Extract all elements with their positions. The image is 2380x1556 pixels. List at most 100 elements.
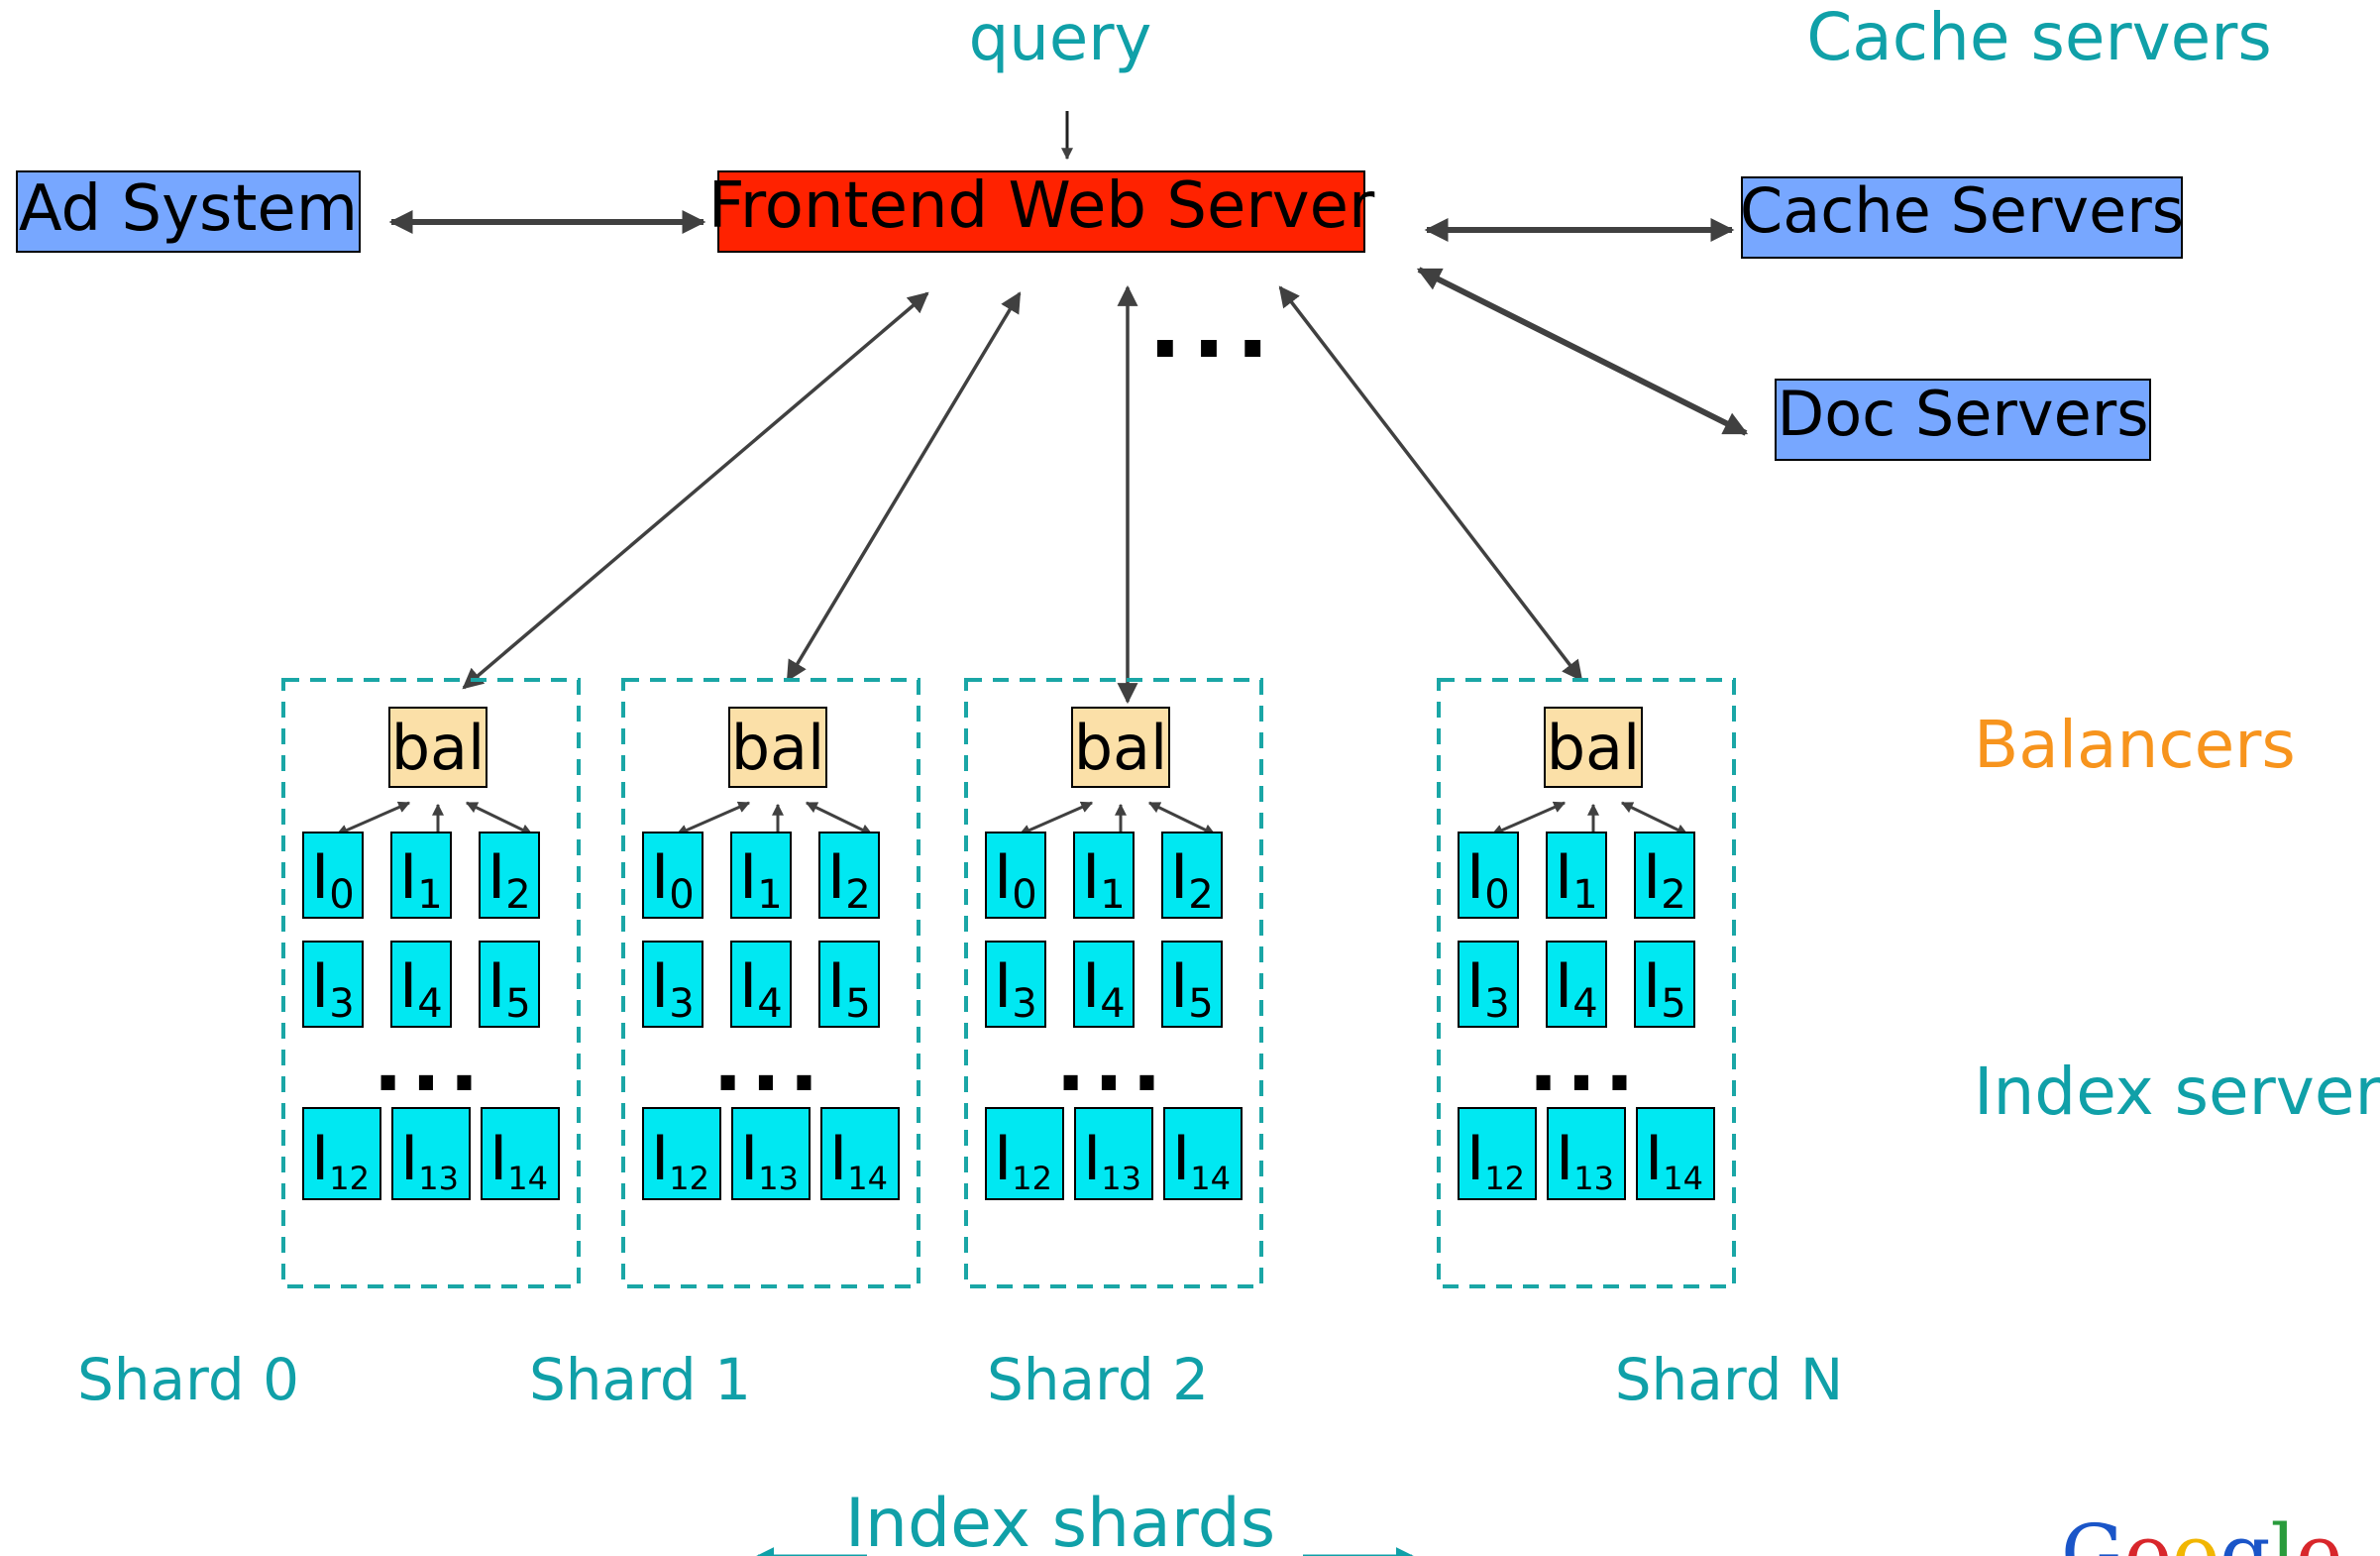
index-server-2: I2 bbox=[479, 832, 540, 919]
index-server-14: I14 bbox=[1163, 1107, 1243, 1200]
index-server-1-label: I1 bbox=[399, 840, 443, 918]
balancer-index-arrow-0 bbox=[1018, 801, 1094, 836]
index-server-4-rect bbox=[1073, 941, 1135, 1028]
index-server-5-label: I5 bbox=[1643, 949, 1686, 1027]
index-server-1: I1 bbox=[730, 832, 792, 919]
index-server-5-rect bbox=[818, 941, 880, 1028]
index-server-4: I4 bbox=[730, 941, 792, 1028]
balancer-index-arrow-0 bbox=[335, 801, 411, 836]
index-server-13-label: I13 bbox=[1083, 1122, 1141, 1197]
index-server-3-rect bbox=[302, 941, 364, 1028]
index-server-3-rect bbox=[642, 941, 703, 1028]
index-server-0: I0 bbox=[642, 832, 703, 919]
query-label: query bbox=[969, 2, 1152, 75]
index-server-2-label: I2 bbox=[827, 840, 871, 918]
index-servers-ellipsis: ... bbox=[1528, 1017, 1642, 1109]
shard-label: Shard N bbox=[1615, 1346, 1844, 1413]
balancer-label: bal bbox=[1074, 712, 1168, 784]
index-servers-label: Index servers bbox=[1974, 1054, 2380, 1130]
cache-servers-box: Cache Servers bbox=[1740, 174, 2184, 259]
index-server-2: I2 bbox=[1161, 832, 1223, 919]
index-server-3: I3 bbox=[985, 941, 1046, 1028]
ad-system-label: Ad System bbox=[19, 172, 358, 246]
cache-servers-heading: Cache servers bbox=[1806, 0, 2272, 75]
index-server-1-label: I1 bbox=[739, 840, 783, 918]
index-server-13-rect bbox=[1074, 1107, 1153, 1200]
index-server-13-label: I13 bbox=[740, 1122, 799, 1197]
index-server-13-label: I13 bbox=[1556, 1122, 1614, 1197]
index-server-3: I3 bbox=[1458, 941, 1519, 1028]
index-server-13: I13 bbox=[731, 1107, 811, 1200]
balancers-label: Balancers bbox=[1974, 707, 2296, 783]
index-server-12: I12 bbox=[642, 1107, 721, 1200]
index-server-12-label: I12 bbox=[311, 1122, 370, 1197]
index-servers-ellipsis: ... bbox=[712, 1017, 826, 1109]
index-server-12-rect bbox=[642, 1107, 721, 1200]
balancer-label: bal bbox=[731, 712, 825, 784]
index-server-3-label: I3 bbox=[651, 949, 695, 1027]
index-server-12-label: I12 bbox=[651, 1122, 709, 1197]
index-server-14-label: I14 bbox=[829, 1122, 888, 1197]
balancer-index-arrow-2 bbox=[805, 801, 874, 836]
index-shards-label: Index shards bbox=[845, 1485, 1275, 1556]
index-server-0: I0 bbox=[985, 832, 1046, 919]
index-server-13-rect bbox=[731, 1107, 811, 1200]
shard-container bbox=[1437, 678, 1736, 1288]
index-server-0-label: I0 bbox=[1466, 840, 1510, 918]
index-server-3-label: I3 bbox=[1466, 949, 1510, 1027]
index-server-2-rect bbox=[1634, 832, 1695, 919]
index-server-0-label: I0 bbox=[994, 840, 1037, 918]
index-server-1-rect bbox=[390, 832, 452, 919]
balancer-index-arrow-2 bbox=[1147, 801, 1217, 836]
balancer-index-arrow-2 bbox=[1620, 801, 1689, 836]
balancer-index-arrow-0 bbox=[1490, 801, 1567, 836]
index-server-3: I3 bbox=[642, 941, 703, 1028]
index-server-1-rect bbox=[1073, 832, 1135, 919]
index-server-2-rect bbox=[818, 832, 880, 919]
index-server-14-rect bbox=[1163, 1107, 1243, 1200]
index-server-4: I4 bbox=[1073, 941, 1135, 1028]
index-server-5-rect bbox=[1634, 941, 1695, 1028]
index-server-12: I12 bbox=[1458, 1107, 1537, 1200]
balancer-index-arrow-0 bbox=[675, 801, 751, 836]
index-server-12: I12 bbox=[302, 1107, 381, 1200]
index-server-12-label: I12 bbox=[1466, 1122, 1525, 1197]
index-server-3-rect bbox=[1458, 941, 1519, 1028]
shard-container bbox=[964, 678, 1263, 1288]
index-server-4: I4 bbox=[390, 941, 452, 1028]
index-server-13: I13 bbox=[1547, 1107, 1626, 1200]
index-server-0-rect bbox=[642, 832, 703, 919]
index-server-0-rect bbox=[985, 832, 1046, 919]
index-server-14-label: I14 bbox=[1645, 1122, 1703, 1197]
shard-container bbox=[281, 678, 581, 1288]
index-server-0-rect bbox=[302, 832, 364, 919]
index-server-14-rect bbox=[820, 1107, 900, 1200]
index-server-3-label: I3 bbox=[994, 949, 1037, 1027]
index-server-1-rect bbox=[1546, 832, 1607, 919]
shard-container bbox=[621, 678, 920, 1288]
frontend-doc-arrow bbox=[1416, 267, 1749, 436]
shard-label: Shard 1 bbox=[529, 1346, 751, 1413]
index-server-14-rect bbox=[481, 1107, 560, 1200]
index-server-5-label: I5 bbox=[827, 949, 871, 1027]
index-server-14-rect bbox=[1636, 1107, 1715, 1200]
index-server-12-rect bbox=[1458, 1107, 1537, 1200]
doc-servers-label: Doc Servers bbox=[1777, 378, 2148, 450]
index-servers-ellipsis: ... bbox=[373, 1017, 487, 1109]
index-server-0-label: I0 bbox=[311, 840, 355, 918]
index-server-2-rect bbox=[479, 832, 540, 919]
index-server-4-rect bbox=[390, 941, 452, 1028]
index-server-1-label: I1 bbox=[1555, 840, 1598, 918]
index-server-5: I5 bbox=[1161, 941, 1223, 1028]
index-server-3-rect bbox=[985, 941, 1046, 1028]
index-server-12: I12 bbox=[985, 1107, 1064, 1200]
balancer-box bbox=[1544, 707, 1643, 788]
index-server-13: I13 bbox=[1074, 1107, 1153, 1200]
ad-system-box: Ad System bbox=[16, 170, 361, 253]
index-server-5-label: I5 bbox=[487, 949, 531, 1027]
balancer-box bbox=[728, 707, 827, 788]
index-server-2: I2 bbox=[1634, 832, 1695, 919]
